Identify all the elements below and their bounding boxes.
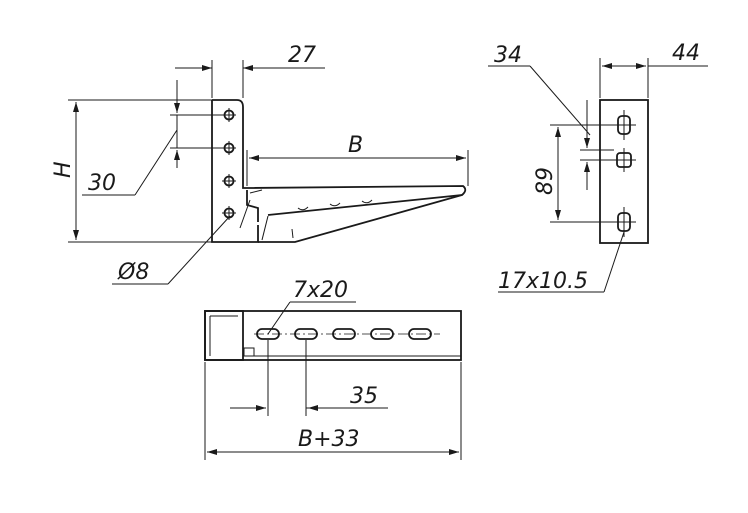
mount-holes [222, 108, 236, 220]
dim-27-label: 27 [288, 43, 316, 68]
dim-hole-diameter-label: Ø8 [117, 260, 149, 285]
dim-slot-top-label: 7x20 [293, 278, 348, 303]
arm-top [249, 185, 467, 216]
side-view: 44 34 89 17x10.5 [488, 41, 708, 294]
dim-35-label: 35 [350, 384, 378, 409]
top-view: 7x20 35 B+33 [204, 278, 462, 460]
vertical-plate-left [211, 100, 259, 243]
dim-44-label: 44 [672, 41, 700, 66]
arm-joint [246, 190, 259, 222]
dim-34-label: 34 [494, 43, 522, 68]
tab-marker [243, 347, 255, 357]
arm-bottom [258, 194, 463, 243]
dim-b-label: B [348, 133, 363, 158]
side-plate [599, 99, 649, 244]
vertical-plate-outline [212, 99, 250, 189]
front-view: 27 H 30 B Ø8 [51, 43, 469, 285]
arm-tick [291, 228, 294, 239]
dim-30-label: 30 [88, 171, 116, 196]
dim-overall-label: B+33 [298, 427, 360, 452]
top-flange [204, 310, 244, 361]
dim-slot-size-label: 17x10.5 [498, 269, 588, 294]
gusset-line [261, 215, 269, 241]
dim-h-label: H [51, 161, 76, 178]
top-slots [256, 328, 432, 340]
dim-89-label: 89 [533, 167, 558, 195]
